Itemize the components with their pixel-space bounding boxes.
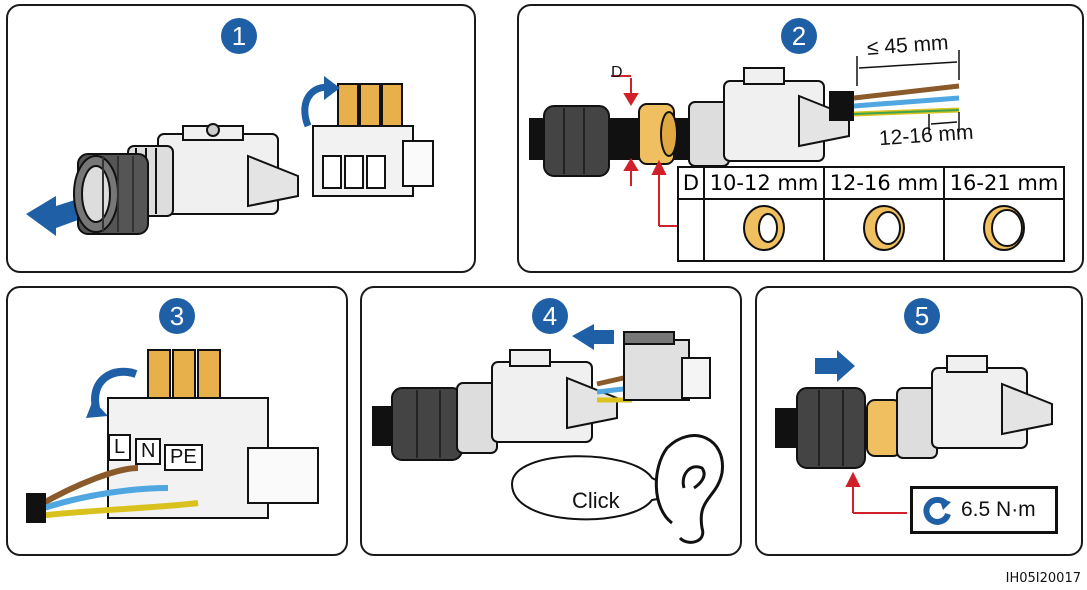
step-5-illustration bbox=[775, 350, 1053, 514]
torque-value: 6.5 N·m bbox=[961, 498, 1036, 521]
swivel-nut bbox=[543, 105, 610, 177]
swivel-nut bbox=[391, 387, 463, 461]
pull-arrow-icon bbox=[26, 196, 78, 236]
swivel-nut bbox=[73, 153, 149, 235]
step-1-illustration bbox=[26, 76, 434, 236]
connector-housing bbox=[688, 67, 850, 167]
step-4-illustration bbox=[372, 324, 724, 544]
torque-indicator-arrow bbox=[845, 471, 907, 514]
terminal-block bbox=[623, 331, 711, 401]
rotate-icon bbox=[923, 496, 951, 525]
panel-step-4: 4 Click bbox=[360, 286, 742, 556]
open-latches bbox=[337, 83, 403, 127]
table-header-row: D 10-12 mm 12-16 mm 16-21 mm bbox=[677, 166, 1065, 200]
terminal-block bbox=[312, 125, 434, 197]
step-badge-4: 4 bbox=[532, 298, 568, 334]
seal-ring-medium bbox=[823, 198, 945, 262]
panel-step-3: 3 L N PE bbox=[6, 286, 348, 556]
table-header-cell: 10-12 mm bbox=[703, 166, 825, 200]
seal-ring-small bbox=[703, 198, 825, 262]
connector-housing bbox=[157, 123, 299, 215]
torque-spec: 6.5 N·m bbox=[910, 486, 1058, 534]
strip-length-dimension bbox=[856, 50, 960, 134]
connector-housing bbox=[896, 355, 1053, 459]
connector-housing bbox=[456, 349, 618, 454]
step-badge-5: 5 bbox=[904, 298, 940, 334]
ear-icon bbox=[654, 434, 724, 544]
step-badge-3: 3 bbox=[159, 298, 195, 334]
terminal-label-L: L bbox=[108, 434, 132, 461]
terminal-label-N: N bbox=[135, 438, 162, 465]
wires bbox=[36, 465, 199, 519]
step-2-illustration bbox=[529, 50, 960, 227]
latches bbox=[147, 349, 221, 399]
stripped-wires bbox=[829, 83, 960, 121]
push-arrow-icon bbox=[572, 324, 614, 350]
panel-step-2: 2 bbox=[517, 4, 1084, 273]
seal-ring bbox=[638, 103, 678, 165]
step-badge-1: 1 bbox=[221, 18, 257, 54]
seal-ring bbox=[866, 399, 902, 457]
step-badge-2: 2 bbox=[781, 18, 817, 54]
seal-ring-large bbox=[943, 198, 1065, 262]
diameter-label: D bbox=[611, 64, 623, 81]
terminal-label-PE: PE bbox=[164, 444, 203, 471]
click-label: Click bbox=[572, 488, 620, 513]
step-3-illustration bbox=[26, 349, 319, 523]
table-header-cell: D bbox=[677, 166, 705, 200]
panel-step-1: 1 bbox=[6, 4, 476, 273]
panel-step-5: 5 6.5 N·m bbox=[755, 286, 1083, 556]
document-id: IH05I20017 bbox=[1005, 571, 1081, 586]
push-arrow-icon bbox=[815, 350, 855, 382]
table-header-cell: 16-21 mm bbox=[943, 166, 1065, 200]
diameter-indicator bbox=[611, 75, 679, 227]
table-row bbox=[677, 198, 1065, 262]
seal-size-table: D 10-12 mm 12-16 mm 16-21 mm bbox=[677, 166, 1065, 262]
table-header-cell: 12-16 mm bbox=[823, 166, 945, 200]
swivel-nut bbox=[796, 387, 866, 469]
close-latch-arrow-icon bbox=[91, 367, 138, 409]
